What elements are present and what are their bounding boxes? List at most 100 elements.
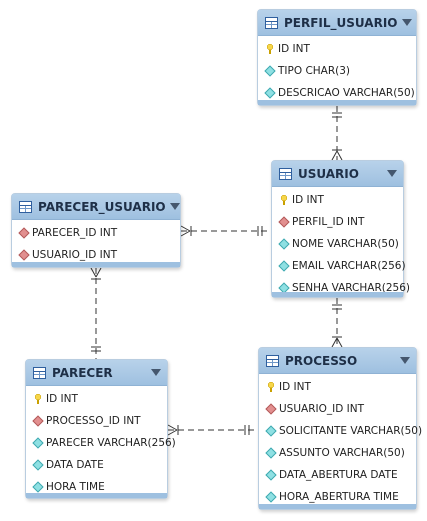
column-label: PARECER VARCHAR(256) [46,437,176,449]
column-label: HORA TIME [46,481,105,493]
foreign-key-icon [18,249,30,261]
column-label: PROCESSO_ID INT [46,415,141,427]
foreign-key-icon [278,216,290,228]
entity-parecer-usuario[interactable]: PARECER_USUARIO PARECER_ID INT USUARIO_ID… [11,193,181,268]
column-label: DATA DATE [46,459,104,471]
column-row[interactable]: ID INT [258,38,416,60]
collapse-caret-icon[interactable] [400,357,410,364]
foreign-key-icon [265,403,277,415]
column-row[interactable]: USUARIO_ID INT [259,398,416,420]
entity-footer [26,493,167,498]
column-row[interactable]: PROCESSO_ID INT [26,410,167,432]
table-icon [265,16,278,29]
entity-footer [258,100,416,105]
key-icon [281,195,287,205]
column-row[interactable]: ID INT [26,388,167,410]
attribute-icon [278,260,290,272]
column-row[interactable]: PERFIL_ID INT [272,211,403,233]
entity-footer [272,292,403,297]
relationship-perfil-usuario-usuario [331,106,343,161]
column-label: PARECER_ID INT [32,227,118,239]
entity-perfil-usuario[interactable]: PERFIL_USUARIO ID INT TIPO CHAR(3) DESCRIC… [257,9,417,106]
table-icon [19,200,32,213]
entity-header[interactable]: PARECER [26,360,167,386]
column-label: USUARIO_ID INT [32,249,118,261]
entity-parecer[interactable]: PARECER ID INT PROCESSO_ID INT PARECER VAR… [25,359,176,502]
attribute-icon [32,481,44,493]
entity-title: PERFIL_USUARIO [284,15,398,30]
column-list: ID INT PERFIL_ID INT NOME VARCHAR(50) EMAIL… [272,187,410,303]
attribute-icon [264,65,276,77]
column-label: ASSUNTO VARCHAR(50) [279,447,405,459]
attribute-icon [265,425,277,437]
column-list: ID INT TIPO CHAR(3) DESCRICAO VARCHAR(50) [258,36,416,108]
entity-title: USUARIO [298,166,359,181]
column-row[interactable]: PARECER_ID INT [12,222,180,244]
column-label: SENHA VARCHAR(256) [292,282,410,294]
attribute-icon [264,87,276,99]
column-list: PARECER_ID INT USUARIO_ID INT [12,220,180,270]
entity-header[interactable]: USUARIO [272,161,403,187]
column-row[interactable]: DATA DATE [26,454,167,476]
key-icon [35,394,41,404]
column-label: HORA_ABERTURA TIME [279,491,399,503]
attribute-icon [265,491,277,503]
column-label: DESCRICAO VARCHAR(50) [278,87,415,99]
table-icon [266,354,279,367]
column-label: PERFIL_ID INT [292,216,365,228]
column-row[interactable]: EMAIL VARCHAR(256) [272,255,406,277]
column-row[interactable]: SOLICITANTE VARCHAR(50) [259,420,422,442]
foreign-key-icon [32,415,44,427]
column-row[interactable]: DATA_ABERTURA DATE [259,464,416,486]
column-label: EMAIL VARCHAR(256) [292,260,406,272]
table-icon [279,167,292,180]
column-label: DATA_ABERTURA DATE [279,469,398,481]
column-row[interactable]: HORA_ABERTURA TIME [259,486,416,508]
collapse-caret-icon[interactable] [401,19,412,26]
column-row[interactable]: HORA TIME [26,476,167,498]
entity-title: PROCESSO [285,353,358,368]
column-row[interactable]: SENHA VARCHAR(256) [272,277,410,299]
column-label: TIPO CHAR(3) [278,65,351,77]
entity-footer [12,262,180,267]
entity-header[interactable]: PROCESSO [259,348,416,374]
entity-footer [259,504,416,509]
column-label: ID INT [278,43,310,55]
column-row[interactable]: PARECER VARCHAR(256) [26,432,176,454]
attribute-icon [265,469,277,481]
entity-title: PARECER_USUARIO [38,199,166,214]
table-icon [33,366,46,379]
collapse-caret-icon[interactable] [151,369,161,376]
column-row[interactable]: ID INT [272,189,403,211]
entity-header[interactable]: PERFIL_USUARIO [258,10,416,36]
column-row[interactable]: NOME VARCHAR(50) [272,233,403,255]
relationship-usuario-parecer-usuario [180,225,271,237]
column-label: ID INT [46,393,78,405]
column-row[interactable]: ID INT [259,376,416,398]
foreign-key-icon [18,227,30,239]
collapse-caret-icon[interactable] [169,203,180,210]
column-row[interactable]: ASSUNTO VARCHAR(50) [259,442,416,464]
collapse-caret-icon[interactable] [387,170,397,177]
entity-header[interactable]: PARECER_USUARIO [12,194,180,220]
attribute-icon [278,238,290,250]
column-label: ID INT [292,194,324,206]
attribute-icon [32,437,44,449]
relationship-processo-parecer [167,424,258,436]
relationship-usuario-processo [331,298,343,348]
column-list: ID INT PROCESSO_ID INT PARECER VARCHAR(256… [26,386,176,502]
column-label: NOME VARCHAR(50) [292,238,399,250]
column-row[interactable]: USUARIO_ID INT [12,244,180,266]
column-row[interactable]: TIPO CHAR(3) [258,60,416,82]
key-icon [268,382,274,392]
column-row[interactable]: DESCRICAO VARCHAR(50) [258,82,416,104]
attribute-icon [32,459,44,471]
column-label: SOLICITANTE VARCHAR(50) [279,425,423,437]
entity-title: PARECER [52,365,113,380]
relationship-parecer-parecer-usuario [90,267,102,359]
entity-usuario[interactable]: USUARIO ID INT PERFIL_ID INT NOME VARCHAR(… [271,160,410,298]
